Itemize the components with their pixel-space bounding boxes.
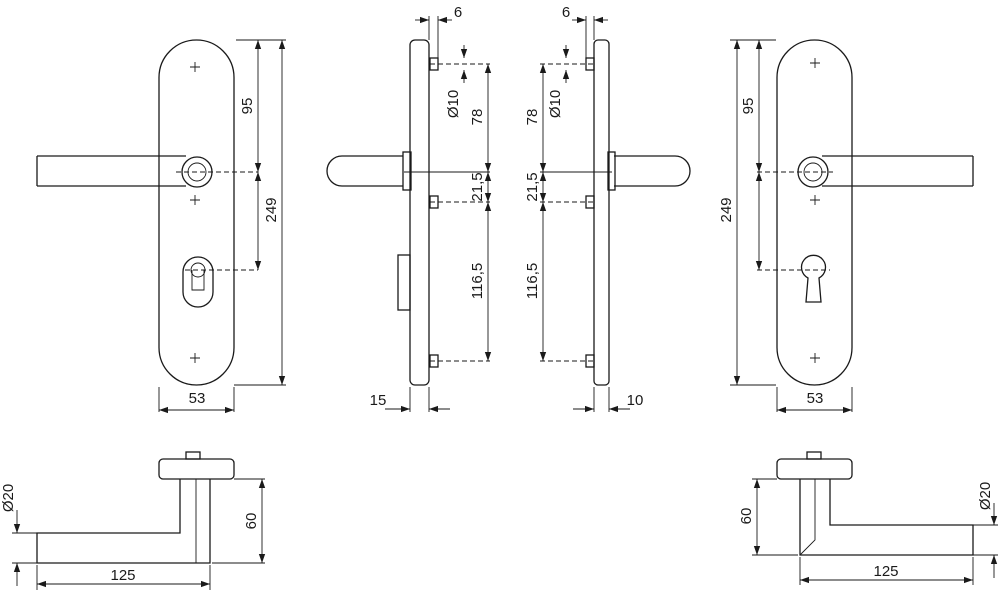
side-lever [326, 155, 403, 187]
front-view-right: 249 95 53 [718, 39, 974, 414]
lever-profile [36, 479, 211, 564]
dim-projection-label: 60 [738, 508, 755, 525]
dim-top-offset-label: 6 [454, 4, 462, 21]
dim-pin-diameter-label: Ø10 [445, 90, 462, 118]
dim-116-5-label: 116,5 [524, 263, 541, 299]
top-view-right: Ø20 60 125 [738, 451, 998, 585]
dim-height-label: 249 [718, 197, 735, 222]
lever-handle [822, 155, 974, 187]
backplate-side [409, 39, 430, 386]
dim-21-5-label: 21,5 [469, 172, 486, 201]
dim-78-label: 78 [524, 109, 541, 126]
dim-width-label: 53 [189, 390, 206, 407]
dim-handle-top-label: 95 [239, 98, 256, 115]
lock-protrusion [397, 254, 411, 311]
dimension-lines [385, 16, 492, 413]
dimension-lines [158, 39, 286, 414]
keyhole [800, 254, 827, 303]
lever-handle [36, 155, 186, 187]
backplate-outline [776, 39, 853, 386]
dim-height-label: 249 [263, 197, 280, 222]
dim-lever-length-label: 125 [873, 563, 898, 580]
rose-base [776, 458, 853, 480]
side-view-right: 6 Ø10 78 21,5 116,5 10 [524, 4, 691, 413]
top-view-left: Ø20 60 125 [0, 451, 266, 590]
dim-handle-top-label: 95 [740, 98, 757, 115]
rose-base [158, 458, 235, 480]
dim-rose-diameter-label: Ø20 [977, 482, 994, 510]
dimension-lines [730, 39, 853, 414]
side-lever [614, 155, 691, 187]
dim-top-offset-label: 6 [562, 4, 570, 21]
dim-thickness-label: 10 [627, 392, 644, 409]
dim-thickness-label: 15 [370, 392, 387, 409]
backplate-outline [158, 39, 235, 386]
cylinder-escutcheon [182, 256, 214, 308]
dim-rose-diameter-label: Ø20 [0, 484, 17, 512]
dimension-lines [12, 478, 266, 590]
dim-21-5-label: 21,5 [524, 172, 541, 201]
side-view-left: 6 Ø10 78 21,5 116,5 15 [326, 4, 492, 413]
screw-marks [190, 62, 200, 363]
screw-marks [810, 58, 820, 363]
dim-lever-length-label: 125 [110, 567, 135, 584]
dimension-lines [539, 16, 630, 413]
dim-116-5-label: 116,5 [469, 263, 486, 299]
dimension-lines [752, 478, 998, 585]
dim-projection-label: 60 [243, 513, 260, 530]
backplate-side [593, 39, 610, 386]
dim-width-label: 53 [807, 390, 824, 407]
front-view-left: 249 95 53 [36, 39, 286, 414]
dim-78-label: 78 [469, 109, 486, 126]
lever-profile [799, 479, 974, 556]
dim-pin-diameter-label: Ø10 [547, 90, 564, 118]
